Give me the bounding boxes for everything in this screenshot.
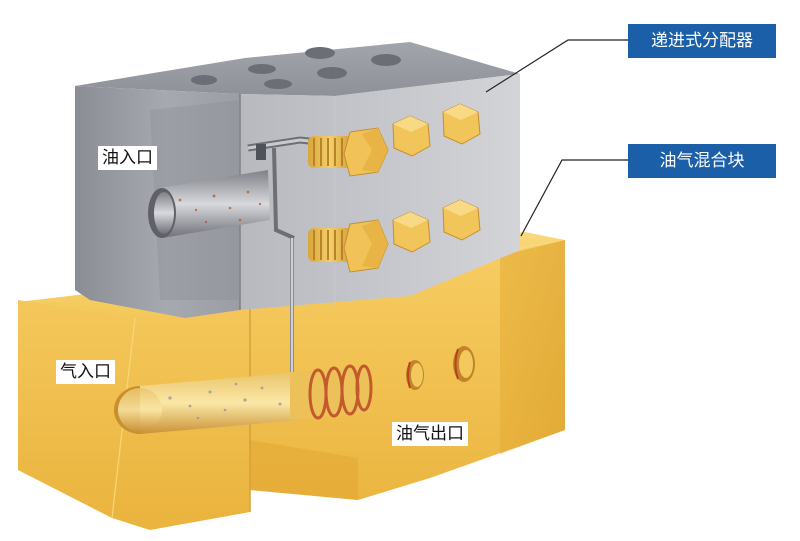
mixing-block-side [500,240,565,454]
threaded-bolt-upper [308,127,389,177]
hex-nut [392,115,431,157]
air-particles [168,382,282,420]
bolts [308,103,481,273]
top-plugs [191,47,401,89]
callout-mixing-block: 油气混合块 [628,144,776,178]
leader-lines [485,39,628,237]
hex-nut [392,211,431,253]
oil-inlet-bore [148,170,270,238]
leader-line-mixing-block [520,159,628,237]
label-mix-outlet: 油气出口 [392,422,468,446]
leader-line-distributor [485,39,628,93]
oil-particles [178,190,262,224]
label-air-inlet: 气入口 [56,360,115,384]
threaded-outlet [290,364,373,420]
label-oil-inlet: 油入口 [98,146,157,170]
distributor-block [75,42,520,318]
hex-nut [442,199,481,241]
mixing-block-lower-step [250,440,358,500]
hex-nut [442,103,481,145]
threaded-bolt-lower [308,219,389,273]
distributor-top [75,42,520,96]
air-inlet-bore [114,372,300,434]
side-holes [406,346,475,390]
callout-distributor: 递进式分配器 [628,24,776,58]
